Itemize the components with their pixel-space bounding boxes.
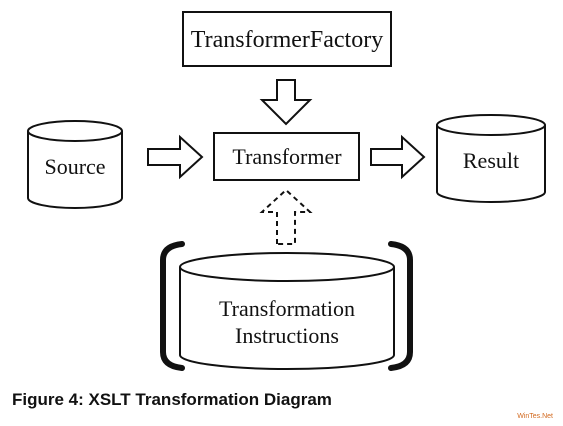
instructions-label-line1: Transformation (219, 296, 355, 321)
transformer-factory-label: TransformerFactory (191, 27, 383, 53)
source-to-transformer-arrow (147, 134, 204, 180)
source-label: Source (44, 154, 105, 179)
source-cylinder: Source (27, 120, 123, 209)
left-bracket (160, 241, 185, 371)
figure-caption: Figure 4: XSLT Transformation Diagram (12, 390, 332, 409)
result-cylinder: Result (436, 114, 546, 203)
watermark: WinTes.Net (517, 413, 553, 420)
transformer-to-result-arrow (370, 134, 426, 180)
right-bracket (388, 241, 413, 371)
instructions-label-line2: Instructions (235, 323, 339, 348)
transformer-box: Transformer (213, 132, 360, 181)
transformer-label: Transformer (232, 144, 342, 169)
transformation-instructions-cylinder: Transformation Instructions (179, 252, 395, 370)
result-label: Result (463, 148, 519, 173)
factory-to-transformer-arrow (259, 79, 313, 126)
instructions-to-transformer-arrow (259, 188, 313, 245)
transformer-factory-box: TransformerFactory (182, 11, 392, 67)
